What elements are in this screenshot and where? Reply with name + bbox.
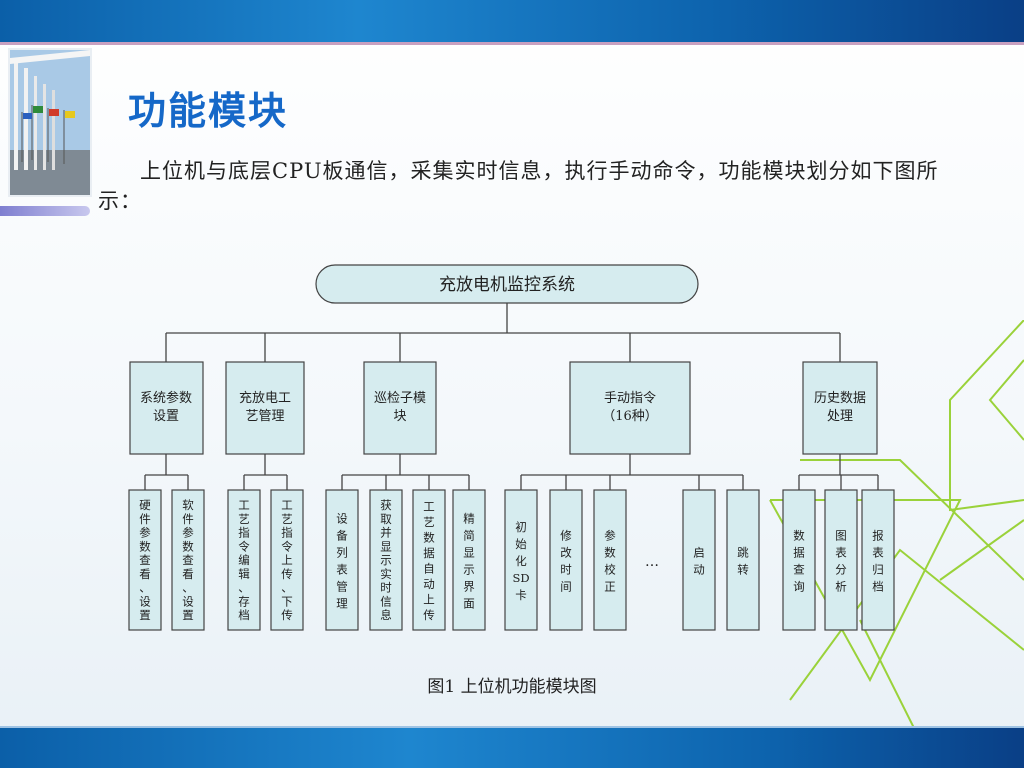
photo-accent-bar [0,206,90,216]
leaf-node-label: 设备列表管理 [336,512,348,611]
leaf-node [593,489,627,631]
leaf-node-label: 启动 [693,546,705,577]
module-node [225,361,305,455]
leaf-node [412,489,446,631]
module-label: 历史数据 [814,391,866,406]
leaf-node [227,489,261,631]
leaf-node [128,489,162,631]
module-node [129,361,204,455]
module-label: 充放电工 [239,390,291,406]
leaf-node [682,489,716,631]
intro-paragraph: 上位机与底层CPU板通信，采集实时信息，执行手动命令，功能模块划分如下图所示： [98,159,939,213]
footer-band [0,728,1024,768]
leaf-node-label: 参数校正 [604,529,616,594]
leaf-node [171,489,205,631]
leaf-node-label: 硬件参数查看、设置 [139,498,151,622]
header-band [0,0,1024,42]
module-label: 设置 [153,409,179,424]
module-label: 块 [393,409,406,424]
leaf-node-label: 报表归档 [872,529,884,594]
module-label: 艺管理 [245,409,284,424]
module-node [569,361,691,455]
leaf-node-label: 获取并显示实时信息 [380,498,392,622]
module-label: 系统参数 [140,390,192,406]
leaf-node-label: 数据查询 [793,529,805,594]
module-node [363,361,437,455]
figure-caption: 图1 上位机功能模块图 [427,677,597,697]
leaf-node-label: 图表分析 [835,529,847,594]
leaf-node [726,489,760,631]
leaf-node-label: 工艺数据自动上传 [423,499,435,622]
module-label: 处理 [827,409,853,424]
module-label: 巡检子模 [374,391,426,406]
leaf-node [325,489,359,631]
module-node [802,361,878,455]
leaf-node [782,489,816,631]
ellipsis-marker: … [645,554,659,570]
leaf-node [452,489,486,631]
leaf-node-label: 工艺指令上传、下传 [281,498,293,622]
leaf-node [504,489,538,631]
footer-divider [0,726,1024,728]
building-photo [10,50,90,195]
leaf-node [861,489,895,631]
leaf-node-label: 精简显示界面 [463,512,475,611]
header-divider [0,42,1024,45]
leaf-node [549,489,583,631]
leaf-node [824,489,858,631]
leaf-node-label: 跳转 [737,546,749,577]
module-label: 手动指令 [604,391,656,406]
module-label: （16种） [602,409,658,424]
root-node-label: 充放电机监控系统 [439,275,575,295]
leaf-node [270,489,304,631]
leaf-node-label: 修改时间 [560,529,572,594]
slide-title: 功能模块 [128,89,289,133]
leaf-node-label: 软件参数查看、设置 [182,498,194,622]
leaf-node [369,489,403,631]
leaf-node-label: 工艺指令编辑、存档 [238,498,250,622]
